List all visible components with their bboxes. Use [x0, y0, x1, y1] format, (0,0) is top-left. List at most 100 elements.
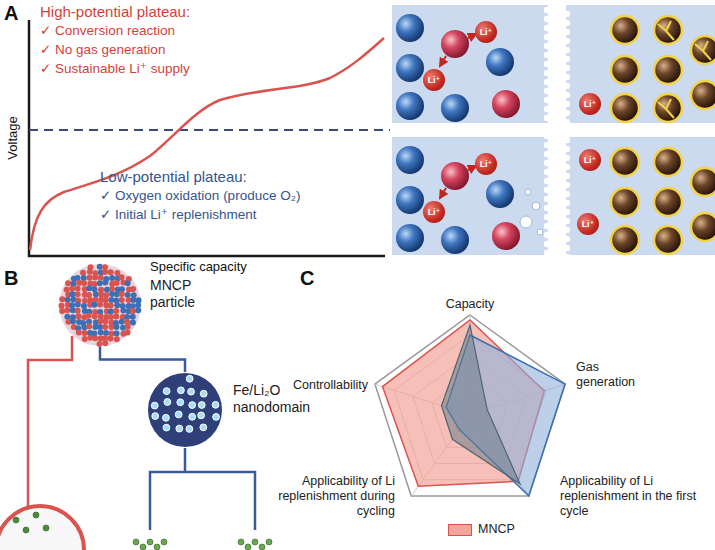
particles	[396, 14, 715, 254]
particle	[691, 213, 715, 241]
migration-arrow	[440, 188, 446, 198]
grain	[102, 280, 108, 286]
separator-pore	[564, 218, 570, 224]
separator-pore	[564, 137, 570, 143]
separator-pore	[544, 79, 550, 85]
separator-pore	[544, 151, 550, 157]
ion-label: Li⁺	[480, 27, 493, 37]
lithium-ion: Li⁺	[423, 201, 445, 223]
nanoparticle	[13, 517, 19, 523]
text-label: Capacity	[446, 297, 495, 312]
crack	[658, 99, 674, 118]
grain	[92, 275, 98, 281]
gas-bubble	[520, 216, 532, 228]
nanoparticle	[252, 539, 258, 545]
grain	[92, 313, 98, 319]
nanoparticle	[33, 512, 39, 518]
grain	[59, 308, 65, 314]
particle	[611, 16, 639, 44]
grain	[125, 324, 131, 330]
text-label: B	[4, 266, 18, 290]
fe-grain	[176, 425, 183, 432]
separator-pore	[564, 254, 570, 260]
nanoparticle	[266, 539, 272, 545]
separator-pore	[564, 29, 570, 35]
nanoparticle	[245, 544, 251, 550]
separator-pore	[564, 74, 570, 80]
particle	[441, 162, 469, 190]
separator-pore	[564, 182, 570, 188]
text-label: Specific capacity	[150, 259, 247, 275]
grain	[102, 318, 108, 324]
text-label: Voltage	[5, 116, 21, 159]
gas-bubble	[537, 229, 543, 235]
grain	[102, 269, 108, 275]
fe-grain	[163, 388, 170, 395]
separator-pore	[544, 88, 550, 94]
ion-label: Li⁺	[584, 99, 597, 109]
grain	[125, 329, 131, 335]
fe-grain	[164, 399, 171, 406]
fe-grain	[163, 414, 170, 421]
grain	[59, 296, 65, 302]
particle	[654, 188, 682, 216]
fe-grain	[213, 414, 220, 421]
particle	[654, 56, 682, 84]
voltage-curve	[30, 38, 384, 250]
grain	[75, 286, 81, 292]
grain	[103, 330, 109, 336]
grain	[135, 302, 141, 308]
fe-grain	[198, 402, 205, 409]
separator-pore	[544, 214, 550, 220]
grain	[113, 308, 119, 314]
lithium-ion: Li⁺	[579, 149, 601, 171]
grain	[82, 336, 88, 342]
circle-outline	[58, 263, 142, 347]
ion-label: Li⁺	[428, 207, 441, 217]
separator-pore	[564, 200, 570, 206]
separator-pore	[564, 119, 570, 125]
grain	[114, 302, 120, 308]
particle	[396, 224, 424, 252]
separator-pore	[544, 178, 550, 184]
radar-grid	[375, 315, 565, 496]
particle	[396, 14, 424, 42]
separator-pore	[544, 25, 550, 31]
text-label: Low-potential plateau:	[100, 168, 247, 186]
grain	[81, 280, 87, 286]
separator-pore	[544, 160, 550, 166]
separator-pore	[564, 65, 570, 71]
grain	[65, 280, 71, 286]
separator-pore	[564, 56, 570, 62]
particle	[654, 226, 682, 254]
grain	[113, 324, 119, 330]
particle	[441, 94, 469, 122]
grain	[108, 324, 114, 330]
gas-bubble	[532, 202, 540, 210]
grain	[82, 330, 88, 336]
grain	[86, 292, 92, 298]
separator-pore	[564, 245, 570, 251]
separator-pore	[564, 173, 570, 179]
connector-line	[100, 347, 185, 372]
grain	[75, 291, 81, 297]
nanoparticle	[147, 539, 153, 545]
grain	[114, 270, 120, 276]
grain	[76, 330, 82, 336]
lithium-ion: Li⁺	[423, 69, 445, 91]
separator-pore	[544, 106, 550, 112]
grain	[69, 291, 75, 297]
grain	[130, 308, 136, 314]
particle	[654, 16, 682, 44]
text-label: ✓ Oxygen oxidation (produce O₂)	[100, 188, 300, 204]
grain	[80, 270, 86, 276]
legend-text: MNCP	[478, 522, 515, 537]
separator-pore	[544, 205, 550, 211]
particle-body	[59, 264, 141, 346]
particle	[441, 226, 469, 254]
fe-grain	[212, 401, 219, 408]
nanoparticle	[238, 539, 244, 545]
separator-band	[548, 5, 566, 255]
grain	[108, 269, 114, 275]
